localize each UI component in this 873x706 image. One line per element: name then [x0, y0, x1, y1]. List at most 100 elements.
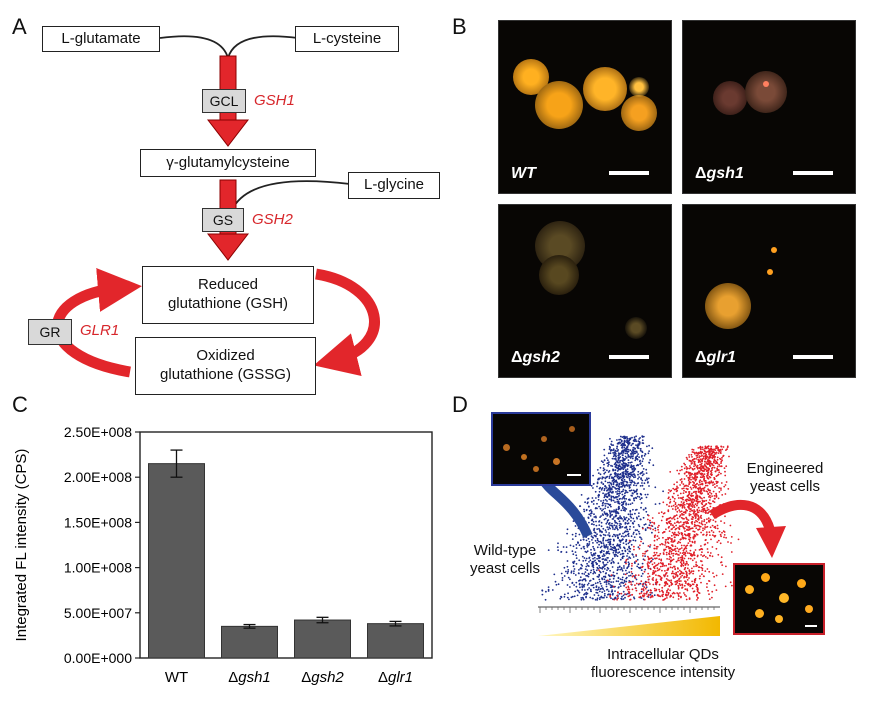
facs-event	[646, 563, 649, 565]
facs-event	[547, 588, 550, 591]
facs-event	[635, 508, 638, 511]
facs-event	[655, 583, 658, 586]
facs-event	[724, 470, 726, 473]
facs-event	[673, 536, 676, 539]
facs-event	[636, 529, 639, 531]
facs-event	[599, 550, 602, 553]
facs-event	[612, 490, 614, 493]
x-tick-label: Δgsh1	[228, 669, 271, 686]
facs-event	[687, 519, 690, 521]
facs-event	[592, 499, 595, 502]
facs-event	[612, 510, 615, 513]
facs-event	[619, 522, 621, 525]
facs-event	[617, 562, 620, 565]
facs-event	[674, 545, 677, 548]
facs-event	[712, 531, 715, 534]
facs-event	[618, 539, 621, 542]
facs-event	[630, 444, 633, 447]
facs-event	[627, 441, 630, 443]
facs-event	[611, 513, 613, 516]
facs-event	[586, 546, 589, 548]
facs-event	[616, 555, 619, 558]
facs-event	[703, 479, 706, 481]
facs-event	[723, 531, 726, 533]
facs-event	[693, 521, 696, 524]
facs-event	[670, 548, 673, 551]
facs-event	[648, 558, 651, 560]
facs-event	[655, 557, 658, 560]
facs-event	[626, 470, 629, 473]
facs-event	[632, 439, 635, 442]
facs-event	[618, 453, 620, 456]
facs-event	[667, 542, 670, 544]
facs-event	[603, 472, 606, 475]
facs-event	[606, 457, 608, 459]
facs-event	[695, 495, 697, 498]
facs-event	[634, 512, 636, 515]
facs-event	[613, 528, 616, 531]
facs-event	[566, 584, 569, 586]
facs-event	[703, 467, 705, 470]
facs-event	[695, 466, 698, 468]
facs-event	[608, 487, 610, 490]
facs-event	[579, 539, 582, 542]
facs-event	[684, 530, 686, 533]
facs-event	[592, 568, 595, 571]
facs-event	[677, 598, 680, 600]
facs-event	[640, 538, 643, 540]
facs-event	[631, 450, 633, 453]
facs-event	[599, 556, 601, 559]
facs-event	[622, 590, 625, 593]
facs-event	[617, 536, 619, 539]
facs-event	[664, 597, 667, 600]
facs-event	[605, 522, 608, 525]
facs-event	[619, 438, 622, 441]
facs-event	[611, 526, 614, 529]
facs-event	[700, 547, 703, 550]
facs-event	[621, 463, 623, 465]
facs-event	[695, 565, 697, 568]
facs-event	[692, 537, 695, 540]
facs-event	[716, 480, 719, 483]
facs-event	[697, 453, 700, 455]
facs-event	[716, 456, 719, 459]
facs-event	[593, 516, 596, 518]
facs-event	[605, 563, 608, 566]
facs-event	[587, 516, 590, 519]
facs-event	[603, 463, 605, 466]
facs-event	[572, 572, 575, 575]
facs-event	[598, 540, 600, 543]
facs-event	[715, 547, 718, 550]
facs-event	[677, 494, 679, 497]
facs-event	[666, 590, 668, 592]
facs-event	[612, 469, 614, 472]
facs-event	[644, 550, 647, 553]
facs-event	[647, 567, 650, 570]
facs-event	[628, 498, 631, 501]
facs-event	[658, 590, 661, 593]
facs-event	[700, 455, 702, 458]
facs-event	[626, 452, 629, 455]
facs-event	[621, 569, 624, 572]
facs-event	[699, 496, 702, 499]
facs-event	[628, 489, 631, 492]
facs-event	[652, 464, 655, 467]
facs-event	[666, 518, 669, 520]
facs-event	[617, 461, 619, 464]
facs-event	[710, 538, 712, 541]
facs-event	[606, 521, 609, 523]
facs-event	[639, 448, 642, 450]
micrograph-wt: WT	[498, 20, 672, 194]
facs-event	[697, 484, 700, 486]
facs-event	[675, 533, 678, 536]
facs-event	[714, 486, 716, 489]
facs-event	[573, 584, 575, 586]
fl-intensity-bar-chart: 0.00E+0005.00E+0071.00E+0081.50E+0082.00…	[13, 424, 433, 686]
facs-event	[692, 570, 695, 573]
facs-event	[632, 580, 634, 583]
facs-event	[672, 577, 675, 579]
facs-event	[606, 502, 608, 505]
y-tick-label: 2.50E+008	[64, 424, 132, 440]
facs-event	[587, 537, 590, 540]
